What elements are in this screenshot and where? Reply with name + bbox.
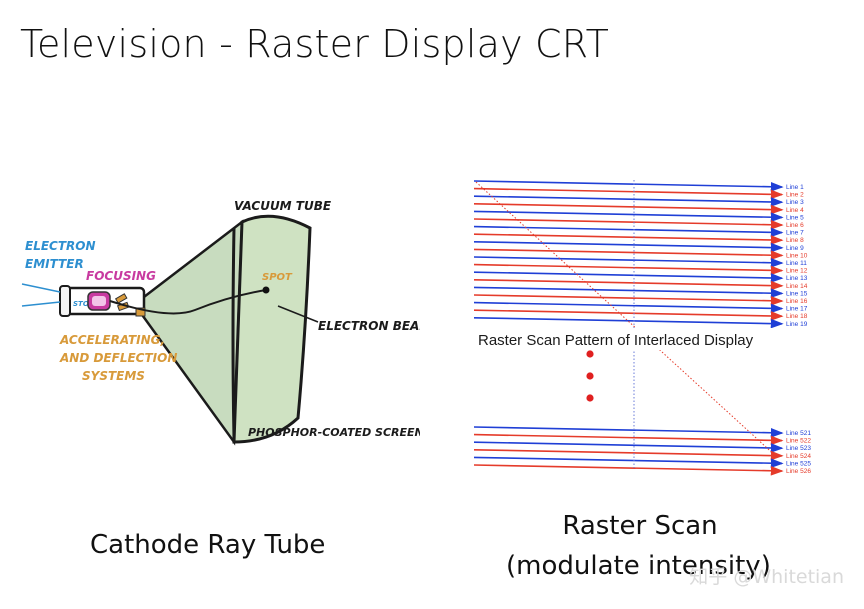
accel-label-3: SYSTEMS [82, 369, 145, 383]
scan-label: Line 4 [786, 207, 804, 214]
screen-label: PHOSPHOR-COATED SCREEN [248, 426, 420, 439]
scan-bottom-label: Line 526 [786, 468, 811, 475]
scan-bottom-line [473, 449, 784, 461]
ellipsis-dot [586, 372, 594, 380]
focusing-label: FOCUSING [86, 269, 156, 283]
scan-bottom-label: Line 522 [786, 438, 811, 445]
crt-illustration: STOP ELECTRON EMITTER FOCUSING VACUUM TU… [21, 199, 420, 446]
electron-beam-label: ELECTRON BEAM [318, 319, 420, 333]
vacuum-tube-label: VACUUM TUBE [234, 199, 332, 213]
scan-line [473, 195, 784, 207]
caption-raster-title: Raster Scan [562, 511, 718, 541]
slide-title: Television - Raster Display CRT [20, 22, 610, 66]
scan-line [473, 263, 784, 276]
electron-beam-path [109, 289, 267, 315]
gun-label: STOP [73, 300, 95, 308]
watermark: 知乎 @Whitetian [689, 566, 844, 588]
scan-label: Line 7 [786, 230, 804, 237]
scan-line [473, 309, 784, 321]
deflection-plate [114, 293, 128, 304]
caption-raster-subtitle: (modulate intensity) [506, 551, 771, 581]
scan-label: Line 6 [786, 222, 804, 229]
scan-line [473, 180, 784, 192]
phosphor-screen [232, 214, 312, 444]
scan-bottom-line [473, 433, 784, 446]
scan-bottom-line [473, 441, 784, 453]
scan-label: Line 10 [786, 252, 808, 259]
scan-line [473, 256, 784, 268]
spot-label: SPOT [262, 272, 293, 283]
scan-label: Line 19 [786, 321, 808, 328]
electron-emitter-label-2: EMITTER [25, 257, 84, 271]
scan-line [473, 210, 784, 222]
scan-label: Line 5 [786, 214, 804, 221]
scan-line [473, 203, 784, 215]
scan-bottom-line [473, 464, 784, 476]
pattern-title: Raster Scan Pattern of Interlaced Displa… [478, 332, 754, 349]
scan-line [473, 187, 784, 200]
scan-line [473, 248, 784, 260]
scan-label: Line 12 [786, 268, 808, 275]
scan-line [473, 301, 784, 314]
scan-line [473, 294, 784, 306]
scan-label: Line 18 [786, 313, 808, 320]
scan-line [473, 225, 784, 238]
tube-funnel [138, 219, 244, 446]
spot-dot [262, 286, 270, 294]
ellipsis-dot [586, 394, 594, 402]
scan-line [473, 218, 784, 230]
scan-line [473, 317, 784, 329]
scan-bottom-label: Line 523 [786, 445, 811, 452]
scan-label: Line 2 [786, 192, 804, 199]
scan-line [473, 233, 784, 245]
scan-bottom-label: Line 525 [786, 460, 811, 467]
scan-label: Line 17 [786, 306, 808, 313]
caption-crt: Cathode Ray Tube [90, 530, 326, 560]
accel-label-1: ACCELERATING, [59, 333, 165, 347]
scan-bottom-label: Line 521 [786, 430, 811, 437]
scan-label: Line 9 [786, 245, 804, 252]
ellipsis-dot [586, 350, 594, 358]
electron-emitter-label-1: ELECTRON [25, 239, 96, 253]
scan-label: Line 15 [786, 290, 808, 297]
scan-label: Line 14 [786, 283, 808, 290]
accel-label-2: AND DEFLECTION [59, 351, 177, 365]
scan-line [473, 286, 784, 298]
scan-bottom-line [473, 456, 784, 468]
scan-label: Line 1 [786, 184, 804, 191]
scan-label: Line 3 [786, 199, 804, 206]
scan-bottom-label: Line 524 [786, 453, 811, 460]
scan-line [473, 271, 784, 283]
scan-line [473, 279, 784, 291]
scan-label: Line 13 [786, 275, 808, 282]
scan-label: Line 16 [786, 298, 808, 305]
diagonal-retrace-line [475, 181, 779, 459]
scan-label: Line 11 [786, 260, 807, 267]
scan-label: Line 8 [786, 237, 804, 244]
scan-line [473, 241, 784, 253]
scan-bottom-line [473, 426, 784, 438]
